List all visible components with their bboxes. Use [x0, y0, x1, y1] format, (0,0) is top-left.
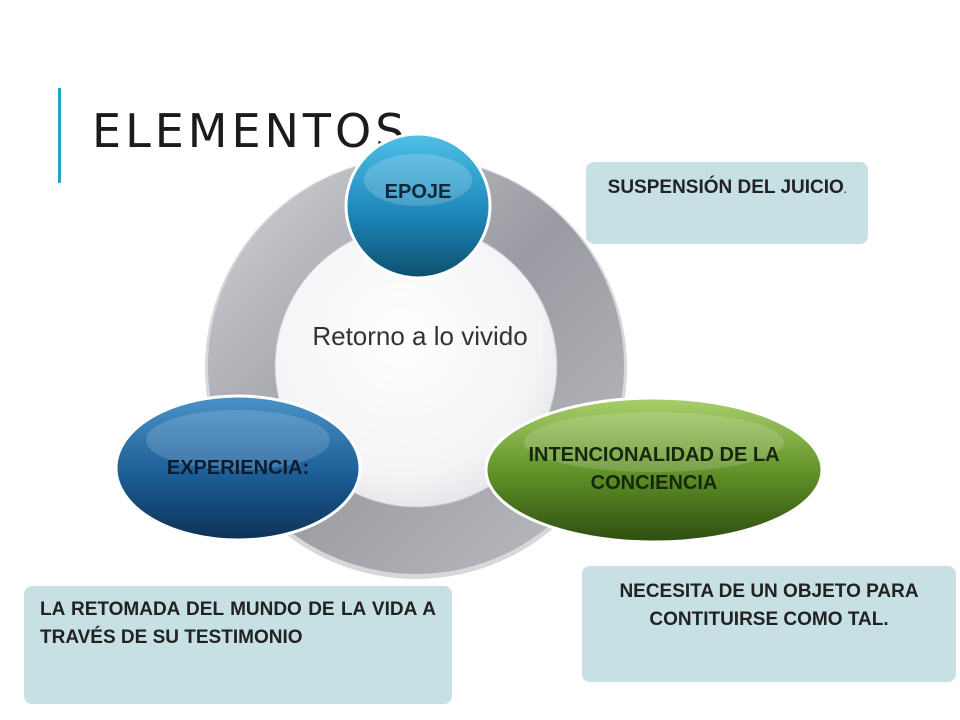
experiencia-node-highlight: [146, 410, 330, 470]
intencionalidad-label: INTENCIONALIDAD DE LA CONCIENCIA: [528, 444, 780, 494]
intencionalidad-node-highlight: [524, 412, 784, 472]
intencionalidad-node: [484, 396, 824, 544]
slide-title: ELEMENTOS: [92, 104, 409, 158]
callout-suspension-text: SUSPENSIÓN DEL JUICIO: [607, 177, 844, 198]
callout-objeto: NECESITA DE UN OBJETO PARA CONTITUIRSE C…: [582, 566, 956, 682]
epoje-node-highlight: [364, 154, 472, 206]
experiencia-node: [114, 394, 362, 542]
experiencia-label: EXPERIENCIA:: [166, 456, 310, 479]
title-accent-bar: [58, 88, 61, 183]
epoje-node: [344, 132, 492, 280]
callout-suspension: SUSPENSIÓN DEL JUICIO.: [586, 162, 868, 244]
epoje-label: EPOJE: [384, 180, 452, 203]
callout-retomada: LA RETOMADA DEL MUNDO DE LA VIDA A TRAVÉ…: [24, 586, 452, 704]
center-label: Retorno a lo vivido: [312, 321, 528, 351]
callout-suspension-period: .: [843, 185, 847, 195]
